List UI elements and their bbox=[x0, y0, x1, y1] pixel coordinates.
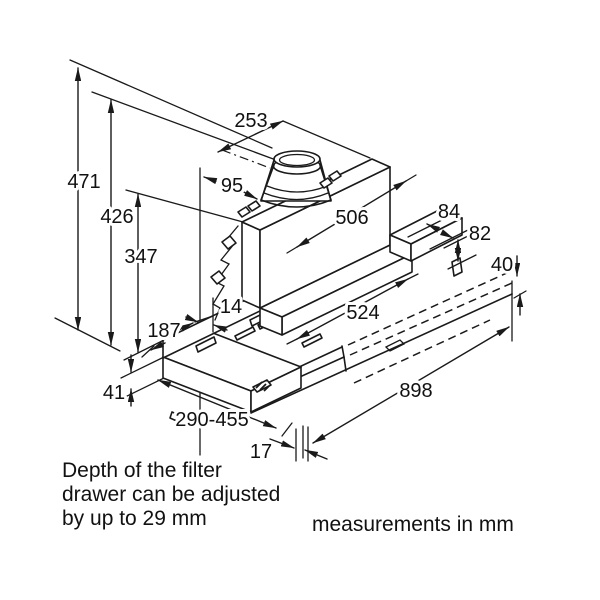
dim-label-898: 898 bbox=[399, 380, 432, 402]
top-bracket-1 bbox=[237, 206, 251, 218]
dim-84-arrow-left bbox=[426, 223, 441, 233]
dim-524-tick-left bbox=[286, 338, 298, 345]
dim-524-tick-right bbox=[407, 273, 419, 280]
rail-bracket-tab bbox=[451, 257, 463, 277]
notes: Depth of the filter drawer can be adjust… bbox=[62, 459, 514, 536]
dim-187-extension-right bbox=[194, 315, 214, 323]
dim-label-14: 14 bbox=[220, 296, 242, 318]
dim-506-tick-left bbox=[286, 246, 298, 254]
dim-line-253 bbox=[217, 120, 284, 153]
dim-82-extension-2 bbox=[447, 254, 477, 270]
dim-label-506: 506 bbox=[335, 207, 368, 229]
dim-label-82: 82 bbox=[469, 223, 491, 245]
dim-17-arrow-right bbox=[304, 449, 328, 460]
dim-187-arrow-left bbox=[150, 341, 166, 351]
body-left-sliver bbox=[241, 221, 261, 309]
units-note: measurements in mm bbox=[312, 513, 514, 536]
dim-label-84: 84 bbox=[438, 201, 460, 223]
lower-tier-slot bbox=[301, 333, 323, 348]
base-slot-1 bbox=[234, 326, 256, 341]
duct-axis-line bbox=[221, 149, 271, 169]
lower-tier-left-cap bbox=[259, 307, 283, 336]
dim-line-898 bbox=[312, 326, 510, 444]
ceiling-reference-line bbox=[69, 59, 273, 149]
filter-note-line-2: drawer can be adjusted bbox=[62, 483, 280, 506]
dim-label-524: 524 bbox=[346, 302, 379, 324]
base-foot-tab-1 bbox=[195, 336, 217, 353]
dim-506-tick-right bbox=[405, 174, 417, 182]
dim-label-347: 347 bbox=[124, 246, 157, 268]
duct-top-opening bbox=[273, 150, 321, 168]
dim-95-arrow-left bbox=[203, 176, 218, 185]
body-top-reference-line bbox=[125, 189, 244, 223]
dim-17-arrow-left bbox=[269, 438, 295, 449]
drawer-bottom-extension bbox=[120, 377, 165, 400]
dim-label-290-455: 290-455 bbox=[175, 409, 248, 431]
dim-label-95: 95 bbox=[221, 175, 243, 197]
dim-label-253: 253 bbox=[234, 110, 267, 132]
drawer-top-extension bbox=[120, 356, 165, 379]
duct-inner-rim bbox=[278, 153, 316, 167]
duct-tab-2 bbox=[328, 170, 342, 182]
dim-40-tick bbox=[513, 290, 527, 299]
dashed-edge-3 bbox=[353, 319, 491, 384]
dim-187-arrow-right bbox=[178, 322, 194, 332]
dim-label-471: 471 bbox=[67, 171, 100, 193]
dim-line-506 bbox=[296, 180, 407, 248]
filter-note-line-1: Depth of the filter bbox=[62, 459, 222, 482]
duct-cone-left-edge bbox=[260, 164, 275, 201]
dim-84-arrow-right bbox=[439, 229, 454, 239]
dim-14-arrow-right bbox=[213, 324, 228, 333]
dim-95-arrow-right bbox=[239, 189, 258, 200]
mounting-clip-2 bbox=[210, 270, 226, 285]
base-edge-extension bbox=[123, 339, 165, 361]
dim-label-426: 426 bbox=[100, 206, 133, 228]
dim-label-41: 41 bbox=[103, 382, 125, 404]
strip-slot bbox=[384, 339, 406, 352]
dim-label-17: 17 bbox=[250, 441, 272, 463]
top-bracket-2 bbox=[247, 200, 261, 212]
mounting-clip-1 bbox=[221, 235, 237, 250]
bottom-reference-line bbox=[54, 317, 121, 352]
dim-line-290-455 bbox=[157, 379, 277, 429]
filter-note-line-3: by up to 29 mm bbox=[62, 507, 207, 530]
dim-253-extension bbox=[282, 120, 371, 159]
dim-label-40: 40 bbox=[491, 254, 513, 276]
dim-290-455-tick bbox=[281, 422, 293, 437]
dimensions: 471 426 347 253 95 506 84 82 bbox=[64, 67, 527, 466]
dim-label-187: 187 bbox=[147, 320, 180, 342]
shelf-right-face bbox=[410, 217, 463, 262]
